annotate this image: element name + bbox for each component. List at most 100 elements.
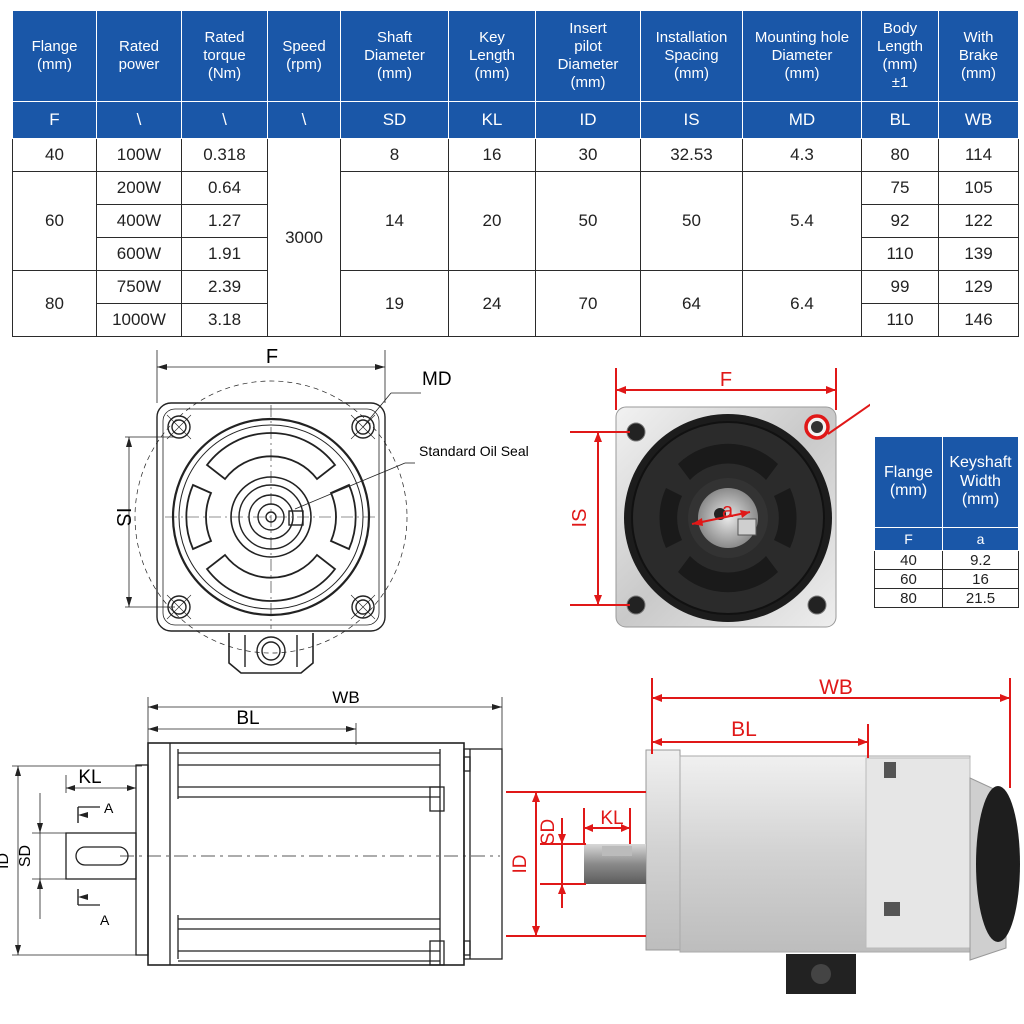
shaft-diameter-cell: 8 [340, 138, 449, 172]
side-view-photo: WB BL KL ID SD [506, 676, 1020, 994]
keyshaft-flange-cell: 60 [874, 569, 943, 589]
mounting-hole-diameter-cell: 6.4 [742, 270, 862, 337]
side-drawing-label-kl: KL [78, 767, 101, 788]
keyshaft-header-cell: Keyshaft Width (mm) [942, 436, 1019, 528]
side-photo-label-kl: KL [600, 808, 623, 829]
installation-spacing-cell: 32.53 [640, 138, 743, 172]
rated-power-cell: 200W [96, 171, 182, 205]
front-view-photo: F MD IS a [570, 368, 870, 628]
rated-power-cell: 1000W [96, 303, 182, 337]
rated-torque-cell: 3.18 [181, 303, 268, 337]
spec-abbreviation-cell: MD [742, 101, 862, 139]
body-length-cell: 92 [861, 204, 939, 238]
insert-pilot-diameter-cell: 30 [535, 138, 641, 172]
front-view-drawing: F MD IS Standard Oil Seal [112, 346, 529, 674]
spec-header-cell: Installation Spacing (mm) [640, 10, 743, 102]
keyshaft-abbreviation-cell: F [874, 527, 943, 551]
insert-pilot-diameter-cell: 50 [535, 171, 641, 271]
with-brake-cell: 146 [938, 303, 1019, 337]
spec-header-cell: Body Length (mm) ±1 [861, 10, 939, 102]
spec-header-cell: Insert pilot Diameter (mm) [535, 10, 641, 102]
with-brake-cell: 114 [938, 138, 1019, 172]
spec-abbreviation-cell: \ [267, 101, 341, 139]
insert-pilot-diameter-cell: 70 [535, 270, 641, 337]
body-length-cell: 80 [861, 138, 939, 172]
shaft-diameter-cell: 14 [340, 171, 449, 271]
keyshaft-width-cell: 9.2 [942, 550, 1019, 570]
side-view-drawing: WB BL KL ID SD A A [0, 688, 503, 966]
with-brake-cell: 139 [938, 237, 1019, 271]
body-length-cell: 110 [861, 303, 939, 337]
side-photo-label-wb: WB [819, 676, 853, 699]
spec-header-cell: Key Length (mm) [448, 10, 536, 102]
spec-header-cell: Flange (mm) [12, 10, 97, 102]
spec-header-cell: With Brake (mm) [938, 10, 1019, 102]
side-drawing-label-sd: SD [17, 845, 34, 867]
side-drawing-label-wb: WB [332, 688, 359, 707]
front-drawing-label-is: IS [112, 508, 134, 527]
shaft-diameter-cell: 19 [340, 270, 449, 337]
rated-torque-cell: 1.91 [181, 237, 268, 271]
rated-torque-cell: 2.39 [181, 270, 268, 304]
spec-abbreviation-cell: F [12, 101, 97, 139]
front-photo-label-is: IS [570, 509, 591, 528]
spec-header-cell: Rated torque (Nm) [181, 10, 268, 102]
front-photo-label-a: a [722, 500, 734, 522]
rated-power-cell: 750W [96, 270, 182, 304]
keyshaft-abbreviation-cell: a [942, 527, 1019, 551]
side-drawing-label-id: ID [0, 853, 12, 869]
body-length-cell: 75 [861, 171, 939, 205]
spec-header-cell: Speed (rpm) [267, 10, 341, 102]
spec-abbreviation-cell: KL [448, 101, 536, 139]
keyshaft-header-row: Flange (mm)Keyshaft Width (mm) [874, 436, 1019, 528]
front-drawing-label-f: F [266, 346, 278, 368]
side-drawing-label-bl: BL [236, 708, 259, 729]
front-drawing-label-md: MD [422, 369, 452, 390]
side-photo-label-sd: SD [538, 819, 559, 845]
installation-spacing-cell: 50 [640, 171, 743, 271]
key-length-cell: 16 [448, 138, 536, 172]
spec-header-cell: Mounting hole Diameter (mm) [742, 10, 862, 102]
spec-abbreviation-cell: BL [861, 101, 939, 139]
front-photo-label-f: F [720, 369, 732, 391]
spec-abbreviation-cell: \ [96, 101, 182, 139]
rated-torque-cell: 0.318 [181, 138, 268, 172]
flange-cell: 80 [12, 270, 97, 337]
front-drawing-label-seal: Standard Oil Seal [419, 443, 529, 459]
installation-spacing-cell: 64 [640, 270, 743, 337]
with-brake-cell: 122 [938, 204, 1019, 238]
keyshaft-width-cell: 16 [942, 569, 1019, 589]
key-length-cell: 20 [448, 171, 536, 271]
body-length-cell: 110 [861, 237, 939, 271]
rated-torque-cell: 1.27 [181, 204, 268, 238]
rated-power-cell: 400W [96, 204, 182, 238]
side-drawing-label-section-a-top: A [104, 800, 114, 816]
mounting-hole-diameter-cell: 5.4 [742, 171, 862, 271]
with-brake-cell: 129 [938, 270, 1019, 304]
body-length-cell: 99 [861, 270, 939, 304]
keyshaft-header-cell: Flange (mm) [874, 436, 943, 528]
keyshaft-flange-cell: 40 [874, 550, 943, 570]
spec-abbreviation-cell: SD [340, 101, 449, 139]
spec-header-cell: Shaft Diameter (mm) [340, 10, 449, 102]
spec-abbreviation-cell: WB [938, 101, 1019, 139]
key-length-cell: 24 [448, 270, 536, 337]
keyshaft-flange-cell: 80 [874, 588, 943, 608]
speed-cell: 3000 [267, 138, 341, 337]
side-drawing-label-section-a-bottom: A [100, 912, 110, 928]
side-photo-label-bl: BL [731, 718, 757, 741]
